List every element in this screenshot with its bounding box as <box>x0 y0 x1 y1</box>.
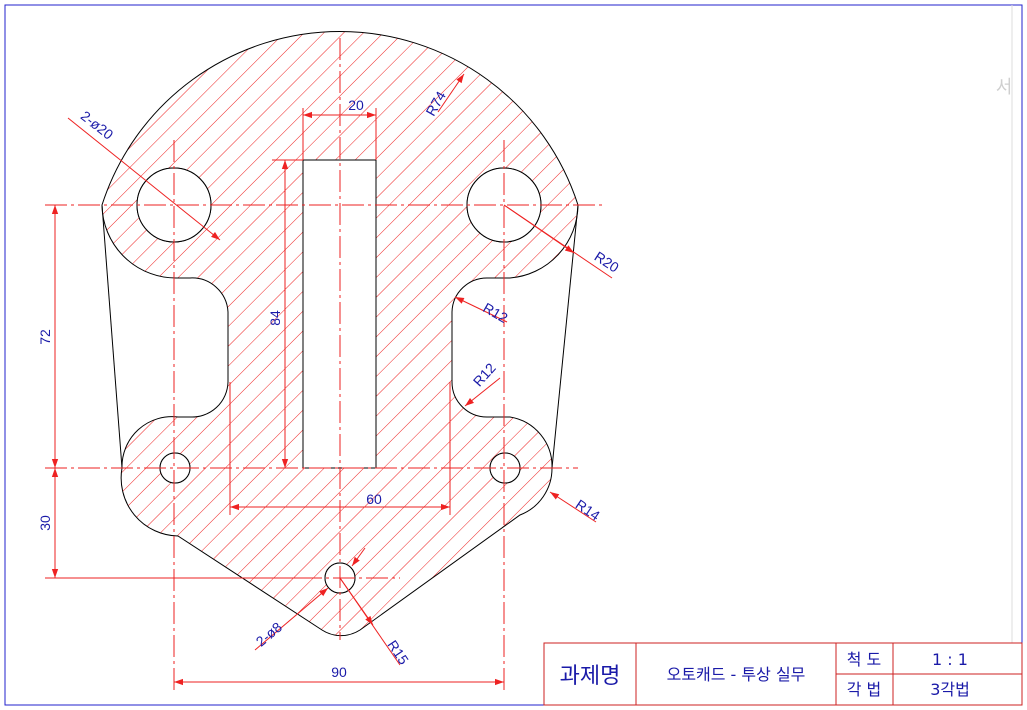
projection-label: 각 법 <box>847 680 882 699</box>
title-label: 과제명 <box>560 664 621 689</box>
dimension-lines <box>45 73 613 686</box>
scale-value: 1 : 1 <box>932 650 968 669</box>
scale-label: 척 도 <box>847 650 882 669</box>
dim-vertical-30: 30 <box>37 515 53 531</box>
drawing-frame <box>4 4 1023 706</box>
dim-slot-height: 84 <box>267 310 283 326</box>
dim-width-60: 60 <box>366 491 382 507</box>
dim-holes-small: 2-ø8 <box>253 619 285 650</box>
dim-lower-right: R14 <box>573 496 603 524</box>
dim-hole-right: R20 <box>592 248 622 276</box>
dim-width-90: 90 <box>331 664 347 680</box>
title-value: 오토캐드 - 투상 실무 <box>667 665 806 684</box>
projection-value: 3각법 <box>930 680 970 699</box>
dim-vertical-72: 72 <box>37 329 53 345</box>
ghost-text: 서 <box>996 77 1013 98</box>
dim-notch-lower: R12 <box>470 360 499 390</box>
dim-bottom-arc: R15 <box>384 637 412 667</box>
dim-slot-width: 20 <box>348 97 364 113</box>
left-side-edge <box>101 204 123 469</box>
dim-holes-large: 2-ø20 <box>78 107 117 142</box>
title-block: 과제명 오토캐드 - 투상 실무 척 도 1 : 1 각 법 3각법 <box>543 642 1023 706</box>
center-lines <box>45 38 605 690</box>
